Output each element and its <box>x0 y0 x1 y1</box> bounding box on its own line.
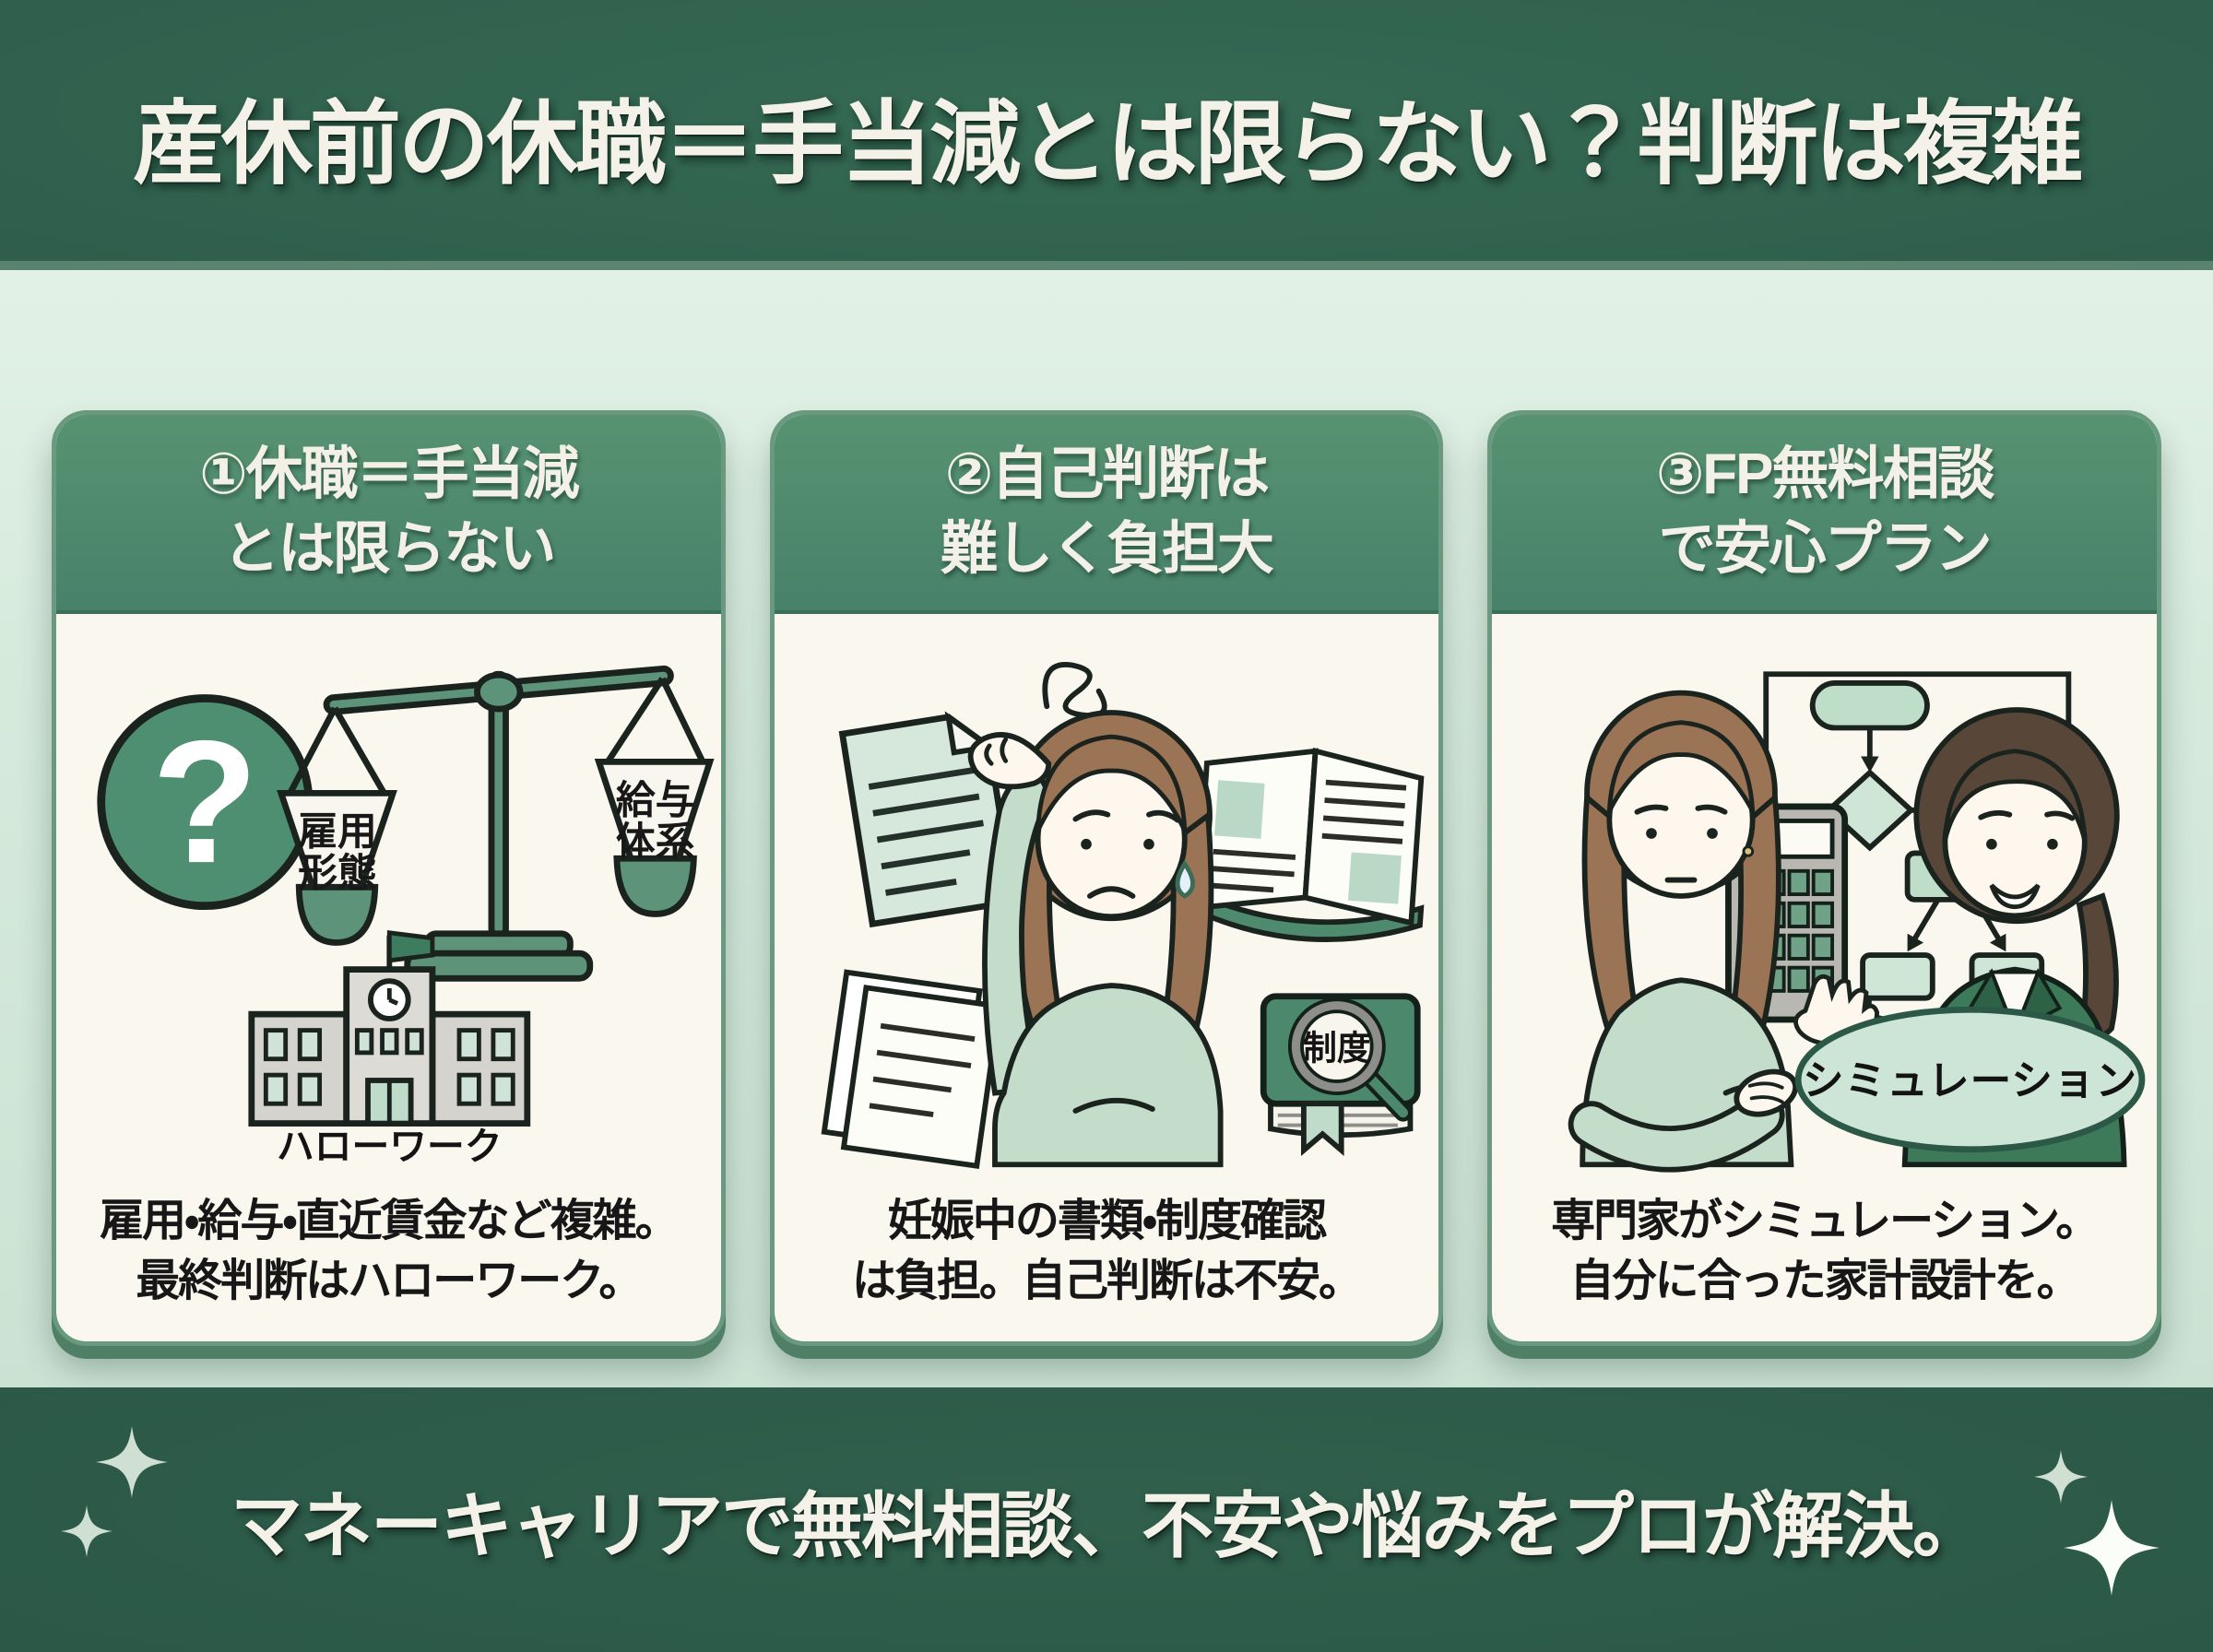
scale-right-label-2: 体系 <box>616 820 694 864</box>
card-3-title-line-2: で安心プラン <box>1658 517 1993 581</box>
footer-banner: マネーキャリアで無料相談、不安や悩みをプロが解決。 <box>0 1387 2213 1652</box>
open-book-icon <box>1189 748 1425 943</box>
simulation-bubble: シミュレーション <box>1795 1006 2146 1153</box>
card-1: ①休職＝手当減 とは限らない ? <box>52 410 726 1346</box>
card-1-title-line-2: とは限らない <box>222 517 556 581</box>
card-3-body: シミュレーション 専門家がシミュレーション。 自分に合った家計設計を。 <box>1492 614 2157 1341</box>
card-3: ③FP無料相談 で安心プラン <box>1487 410 2162 1346</box>
paper-stack-icon <box>821 969 1002 1169</box>
sparkle-icon-right-large <box>2064 1500 2160 1596</box>
card-2-caption: 妊娠中の書類・制度確認 は負担。自己判断は不安。 <box>780 1173 1434 1330</box>
question-mark-glyph: ? <box>152 705 259 900</box>
card-3-header: ③FP無料相談 で安心プラン <box>1492 415 2158 614</box>
sparkle-icon-right-small <box>2034 1450 2088 1504</box>
scale-left-label-2: 形態 <box>298 851 376 895</box>
card-2-caption-line-1: 妊娠中の書類・制度確認 <box>887 1197 1327 1246</box>
worried-pregnant-woman <box>967 710 1224 1168</box>
magnifier-icon: 制度 <box>1287 997 1413 1122</box>
question-icon: ? <box>97 694 314 911</box>
card-2-illustration: 制度 <box>780 620 1434 1173</box>
card-3-title-line-1: ③FP無料相談 <box>1655 442 1995 507</box>
content-area: ①休職＝手当減 とは限らない ? <box>0 270 2213 1387</box>
card-1-header: ①休職＝手当減 とは限らない <box>56 415 721 614</box>
card-3-caption-line-1: 専門家がシミュレーション。 <box>1551 1197 2100 1246</box>
confusion-scribble-icon <box>1042 662 1107 719</box>
sparkle-icon-left-large <box>96 1426 168 1498</box>
worried-pregnant-woman-illustration: 制度 <box>821 662 1425 1169</box>
card-2-header: ②自己判断は 難しく負担大 <box>774 415 1439 614</box>
card-2-body: 制度 妊娠中の書類・制度確認 は負担。自己判断は不安。 <box>775 614 1439 1341</box>
card-2-caption-line-2: は負担。自己判断は不安。 <box>852 1256 1363 1305</box>
page-title: 産休前の休職＝手当減とは限らない？判断は複雑 <box>133 91 2083 195</box>
sparkle-icon-left-small <box>61 1505 112 1557</box>
card-1-caption: 雇用・給与・直近賃金など複雑。 最終判断はハローワーク。 <box>62 1173 716 1330</box>
card-3-caption: 専門家がシミュレーション。 自分に合った家計設計を。 <box>1497 1173 2151 1330</box>
card-1-body: ? 雇用 形態 <box>56 614 721 1341</box>
top-banner: 産休前の休職＝手当減とは限らない？判断は複雑 <box>0 0 2213 270</box>
scale-left-label-1: 雇用 <box>298 810 376 855</box>
government-building-icon: ハローワーク <box>248 930 531 1167</box>
card-1-caption-line-2: 最終判断はハローワーク。 <box>136 1256 643 1305</box>
card-2-title-line-1: ②自己判断は <box>944 442 1270 507</box>
infographic-cards: ①休職＝手当減 とは限らない ? <box>52 410 2162 1346</box>
balance-scale-icon: 雇用 形態 給与 体系 <box>277 665 715 982</box>
card-2: ②自己判断は 難しく負担大 <box>769 410 1444 1346</box>
card-3-illustration: シミュレーション <box>1497 620 2151 1173</box>
card-3-caption-line-2: 自分に合った家計設計を。 <box>1569 1256 2081 1305</box>
scale-right-label-1: 給与 <box>616 779 694 823</box>
simulation-bubble-label: シミュレーション <box>1803 1059 2137 1104</box>
policy-book-label: 制度 <box>1303 1030 1371 1068</box>
card-2-title-line-2: 難しく負担大 <box>941 517 1274 581</box>
policy-book-icon: 制度 <box>1260 993 1421 1157</box>
fp-consultation-illustration: シミュレーション <box>1568 671 2146 1173</box>
building-label: ハローワーク <box>277 1125 503 1167</box>
footer-message: マネーキャリアで無料相談、不安や悩みをプロが解決。 <box>230 1484 1984 1566</box>
pregnant-woman <box>1568 690 1799 1173</box>
card-1-illustration: ? 雇用 形態 <box>62 620 716 1173</box>
hellowork-scale-illustration: ? 雇用 形態 <box>97 665 715 1167</box>
card-1-title-line-1: ①休職＝手当減 <box>199 442 579 507</box>
card-1-caption-line-1: 雇用・給与・直近賃金など複雑。 <box>100 1197 680 1246</box>
